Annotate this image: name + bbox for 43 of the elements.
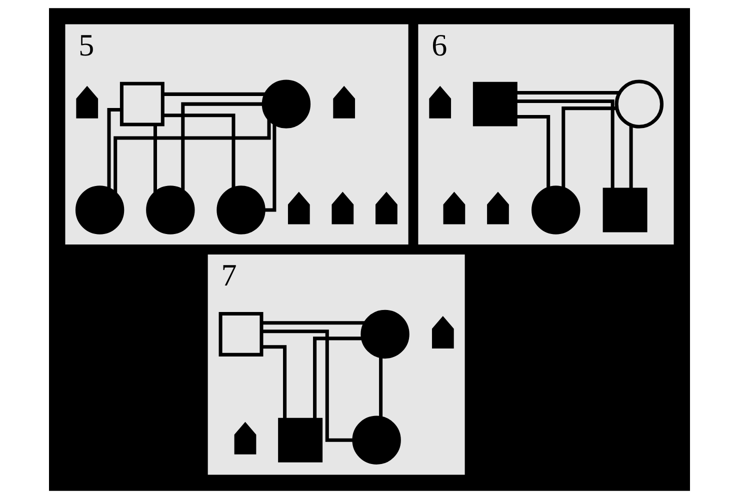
node-circle xyxy=(216,186,265,234)
node-arrow xyxy=(287,192,310,224)
connector xyxy=(113,119,270,194)
node-circle xyxy=(614,80,664,128)
node-arrow xyxy=(486,192,508,224)
node-arrow xyxy=(234,422,256,454)
connector xyxy=(312,336,362,420)
connector xyxy=(263,124,276,212)
node-circle xyxy=(74,186,124,234)
connector xyxy=(180,102,263,192)
connector xyxy=(261,330,354,442)
node-box xyxy=(119,82,164,126)
node-circle xyxy=(531,186,580,234)
node-box xyxy=(218,312,263,356)
node-arrow xyxy=(431,316,454,349)
node-arrow xyxy=(76,86,98,118)
node-arrow xyxy=(332,86,355,118)
connector xyxy=(561,106,616,188)
node-circle xyxy=(360,310,409,359)
connector xyxy=(516,115,550,188)
cluster: 5 xyxy=(64,24,408,245)
node-circle xyxy=(261,80,310,128)
connector xyxy=(261,321,365,325)
cluster: 7 xyxy=(207,254,464,475)
node-box xyxy=(278,418,322,462)
node-circle xyxy=(146,186,194,234)
connector xyxy=(516,99,614,189)
connector xyxy=(261,345,286,420)
connector xyxy=(378,356,382,418)
node-box xyxy=(472,82,517,126)
node-arrow xyxy=(375,192,397,224)
cluster: 6 xyxy=(418,24,674,245)
node-circle xyxy=(352,416,400,464)
node-arrow xyxy=(428,86,451,118)
connector xyxy=(152,125,156,193)
connector xyxy=(628,126,632,190)
node-box xyxy=(602,188,647,232)
connector xyxy=(162,114,235,188)
node-arrow xyxy=(331,192,354,224)
connector xyxy=(515,91,619,95)
connector xyxy=(106,108,121,190)
node-arrow xyxy=(442,192,465,224)
connector xyxy=(162,92,266,96)
